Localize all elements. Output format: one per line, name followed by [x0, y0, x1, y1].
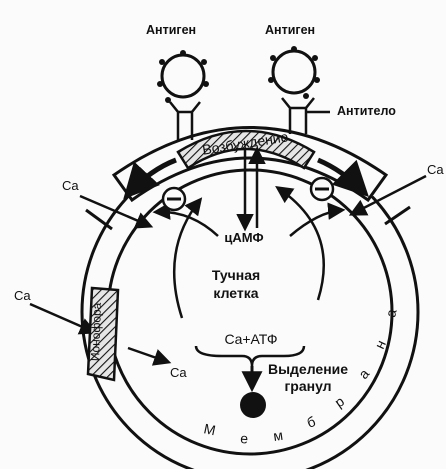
inhibit-left — [161, 186, 187, 212]
ca-out-label: Ca — [170, 365, 187, 380]
antigen-right-label: Антиген — [265, 23, 315, 37]
granule-label-line1: Выделение — [268, 361, 348, 377]
antigen-right — [268, 46, 320, 99]
ca-atp-label: Ca+АТФ — [224, 331, 277, 347]
arc-arrow-left — [123, 157, 177, 200]
ionophore-label: Ионофора — [88, 302, 104, 361]
ca-arrows — [29, 174, 427, 366]
svg-text:е: е — [240, 430, 249, 447]
membrane-label: М е м б р а н а — [202, 307, 399, 446]
svg-text:б: б — [305, 413, 318, 431]
excitation-block — [176, 129, 316, 170]
ionophore-block — [86, 286, 120, 382]
ca-left-label: Ca — [14, 288, 31, 303]
svg-text:а: а — [355, 366, 372, 382]
cell-label-line1: Тучная — [212, 267, 260, 283]
ca-upper-right-label: Ca — [427, 162, 444, 177]
granule-label-line2: гранул — [284, 378, 331, 394]
arc-arrow-right — [317, 157, 369, 197]
antibody-label: Антитело — [337, 104, 396, 118]
antigen-left-label: Антиген — [146, 23, 196, 37]
svg-text:м: м — [272, 427, 284, 444]
antibody-left — [169, 101, 201, 142]
svg-text:М: М — [202, 420, 217, 438]
ca-upper-left-label: Ca — [62, 178, 79, 193]
cell-label-line2: клетка — [213, 285, 258, 301]
camp-label: цАМФ — [224, 230, 263, 245]
camp-arrows — [152, 146, 346, 319]
inhibit-right — [309, 176, 335, 202]
granule — [240, 392, 266, 418]
receptor-arc — [111, 126, 389, 203]
svg-text:н: н — [371, 337, 389, 351]
svg-text:а: а — [382, 307, 399, 318]
svg-text:р: р — [332, 393, 348, 411]
antigen-left — [157, 50, 209, 103]
antibody-right — [281, 97, 330, 134]
